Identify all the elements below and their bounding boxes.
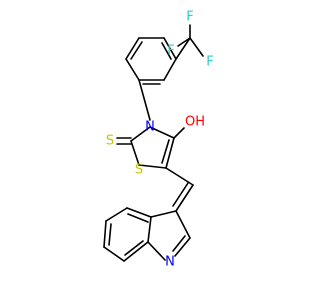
atom-fluorine-right: F (206, 55, 213, 70)
structure-diagram: F F F N OH S S N (103, 10, 214, 270)
atom-ring-sulfur: S (135, 163, 143, 178)
bond-c3-c3a (150, 210, 177, 218)
atom-nitrogen-ring: N (145, 120, 155, 135)
bond-phenyl-n (138, 79, 151, 121)
bond-phenyl-6 (163, 37, 177, 60)
bond-benz-2 (105, 207, 128, 222)
bond-benz-1 (126, 207, 152, 218)
bond-c5-c4-inner (161, 139, 170, 164)
bond-phenyl-6-inner (161, 42, 172, 60)
bond-c2-n1-inner (172, 235, 186, 252)
bond-benz-5-inner (124, 240, 144, 256)
bond-cf3-c-ring (175, 37, 191, 60)
bond-benz-3-inner (108, 223, 112, 246)
bond-ch-c3 (175, 184, 194, 212)
bond-phenyl-4 (125, 37, 140, 60)
bond-c4-oh (173, 127, 185, 139)
bond-c5-ch (165, 167, 194, 186)
bond-cf3-c-f-right (189, 37, 204, 57)
atom-fluorine-top: F (186, 10, 193, 25)
bond-phenyl-4-inner (130, 41, 143, 60)
bond-c2-s1 (130, 140, 140, 166)
atom-hydroxyl: OH (185, 115, 205, 130)
bond-cf3-c-f-left (177, 37, 191, 47)
bond-benz-4 (103, 246, 125, 262)
bond-n-c2 (130, 126, 151, 142)
bond-c7a-c3a (147, 216, 152, 243)
bond-c2-n1 (174, 237, 191, 257)
bond-phenyl-3 (125, 58, 140, 81)
bond-phenyl-1 (163, 58, 177, 81)
bond-benz-5 (123, 241, 149, 262)
molecule-canvas: F F F N OH S S N (103, 9, 214, 270)
bond-c5-c4 (165, 137, 175, 169)
atom-indole-nitrogen: N (165, 255, 175, 270)
bond-benz-1-inner (127, 213, 149, 223)
bond-s1-c5 (138, 164, 167, 169)
bond-ch-c3-inner (172, 182, 189, 207)
bond-c3-c2 (175, 210, 191, 239)
atom-fluorine-left: F (167, 44, 174, 59)
bond-benz-3 (103, 220, 107, 248)
atom-thione-sulfur: S (106, 134, 114, 149)
bond-n1-c7a (147, 241, 166, 261)
bond-c4-n (149, 126, 175, 139)
